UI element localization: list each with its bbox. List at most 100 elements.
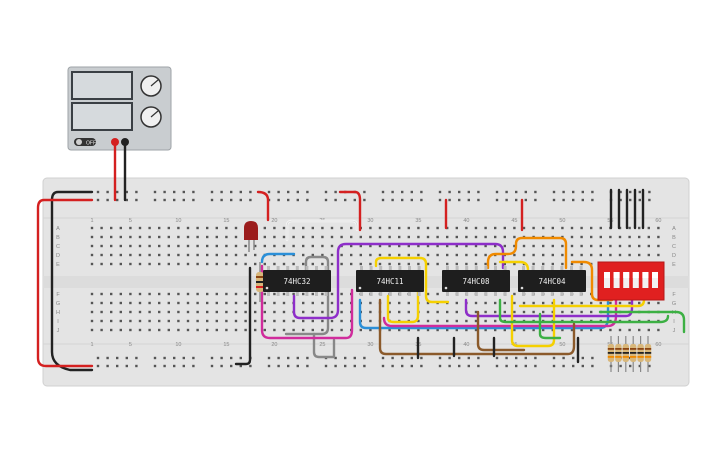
breadboard-hole[interactable]	[618, 244, 622, 248]
breadboard-hole[interactable]	[244, 244, 247, 248]
breadboard-hole[interactable]	[398, 262, 401, 266]
breadboard-hole[interactable]	[609, 328, 612, 332]
rail-hole[interactable]	[153, 364, 157, 368]
breadboard-hole[interactable]	[436, 226, 439, 230]
breadboard-hole[interactable]	[330, 226, 334, 230]
rail-hole[interactable]	[125, 198, 128, 202]
breadboard-hole[interactable]	[215, 292, 218, 296]
breadboard-hole[interactable]	[580, 310, 583, 314]
breadboard-hole[interactable]	[215, 226, 218, 230]
breadboard-hole[interactable]	[196, 226, 199, 230]
rail-hole[interactable]	[524, 356, 527, 360]
breadboard-hole[interactable]	[234, 301, 238, 305]
breadboard-hole[interactable]	[138, 235, 142, 239]
breadboard-hole[interactable]	[522, 328, 526, 332]
breadboard-hole[interactable]	[196, 262, 199, 266]
wire-yellow-3[interactable]	[498, 260, 530, 272]
breadboard-hole[interactable]	[244, 328, 247, 332]
breadboard-hole[interactable]	[177, 244, 180, 248]
breadboard-hole[interactable]	[474, 262, 478, 266]
rail-hole[interactable]	[106, 190, 109, 194]
breadboard-hole[interactable]	[609, 301, 612, 305]
rail-hole[interactable]	[334, 364, 337, 368]
breadboard-hole[interactable]	[263, 310, 266, 314]
rail-hole[interactable]	[324, 198, 328, 202]
rail-hole[interactable]	[477, 190, 480, 194]
breadboard-hole[interactable]	[311, 226, 314, 230]
rail-hole[interactable]	[192, 356, 195, 360]
breadboard-hole[interactable]	[359, 328, 362, 332]
breadboard-hole[interactable]	[474, 328, 478, 332]
rail-hole[interactable]	[344, 198, 347, 202]
dip-switch-key[interactable]	[632, 272, 639, 288]
breadboard-hole[interactable]	[263, 235, 266, 239]
breadboard-hole[interactable]	[398, 244, 401, 248]
breadboard-hole[interactable]	[186, 301, 190, 305]
breadboard-hole[interactable]	[465, 253, 468, 257]
breadboard-hole[interactable]	[206, 301, 209, 305]
breadboard-hole[interactable]	[561, 235, 564, 239]
rail-hole[interactable]	[353, 364, 356, 368]
breadboard-hole[interactable]	[638, 253, 641, 257]
rail-hole[interactable]	[562, 356, 565, 360]
breadboard-hole[interactable]	[234, 328, 238, 332]
breadboard-hole[interactable]	[244, 301, 247, 305]
breadboard-hole[interactable]	[369, 226, 372, 230]
breadboard-hole[interactable]	[590, 235, 593, 239]
rail-hole[interactable]	[267, 364, 271, 368]
breadboard-hole[interactable]	[302, 301, 305, 305]
breadboard-hole[interactable]	[206, 226, 209, 230]
rail-hole[interactable]	[239, 198, 242, 202]
breadboard-hole[interactable]	[657, 253, 660, 257]
breadboard-hole[interactable]	[522, 310, 526, 314]
breadboard-hole[interactable]	[388, 328, 391, 332]
wire-blue-1[interactable]	[260, 252, 296, 264]
breadboard-hole[interactable]	[350, 226, 353, 230]
breadboard-hole[interactable]	[273, 235, 276, 239]
rail-hole[interactable]	[448, 198, 451, 202]
breadboard-hole[interactable]	[513, 328, 516, 332]
breadboard-hole[interactable]	[167, 310, 170, 314]
breadboard-hole[interactable]	[196, 253, 199, 257]
breadboard-hole[interactable]	[110, 226, 113, 230]
breadboard-hole[interactable]	[647, 301, 650, 305]
rail-hole[interactable]	[220, 364, 223, 368]
breadboard-hole[interactable]	[167, 319, 170, 323]
rail-hole[interactable]	[192, 198, 195, 202]
rail-hole[interactable]	[591, 364, 594, 368]
rail-hole[interactable]	[638, 198, 641, 202]
rail-hole[interactable]	[353, 198, 356, 202]
wire-black-vertical[interactable]	[234, 266, 252, 366]
breadboard-hole[interactable]	[455, 235, 458, 239]
breadboard-hole[interactable]	[148, 319, 151, 323]
rail-hole[interactable]	[287, 198, 290, 202]
rail-hole[interactable]	[182, 364, 185, 368]
breadboard-hole[interactable]	[234, 244, 238, 248]
rail-hole[interactable]	[648, 364, 651, 368]
breadboard-hole[interactable]	[465, 328, 468, 332]
breadboard-hole[interactable]	[455, 262, 458, 266]
wire-magenta-1[interactable]	[260, 264, 354, 340]
breadboard-hole[interactable]	[513, 244, 516, 248]
breadboard-hole[interactable]	[647, 244, 650, 248]
breadboard-hole[interactable]	[129, 319, 132, 323]
wire-black-bottom[interactable]	[416, 336, 580, 364]
breadboard-hole[interactable]	[378, 226, 382, 230]
breadboard-hole[interactable]	[455, 226, 458, 230]
breadboard-hole[interactable]	[100, 292, 103, 296]
rail-hole[interactable]	[420, 190, 423, 194]
rail-hole[interactable]	[552, 356, 556, 360]
breadboard-hole[interactable]	[532, 244, 535, 248]
breadboard-hole[interactable]	[282, 244, 286, 248]
rail-hole[interactable]	[505, 198, 508, 202]
breadboard-hole[interactable]	[484, 301, 487, 305]
breadboard-hole[interactable]	[225, 292, 228, 296]
breadboard-hole[interactable]	[446, 244, 449, 248]
breadboard-hole[interactable]	[186, 292, 190, 296]
rail-hole[interactable]	[438, 356, 442, 360]
breadboard-hole[interactable]	[455, 328, 458, 332]
breadboard-hole[interactable]	[417, 328, 420, 332]
rail-hole[interactable]	[363, 198, 366, 202]
breadboard-hole[interactable]	[273, 262, 276, 266]
breadboard-hole[interactable]	[570, 253, 574, 257]
